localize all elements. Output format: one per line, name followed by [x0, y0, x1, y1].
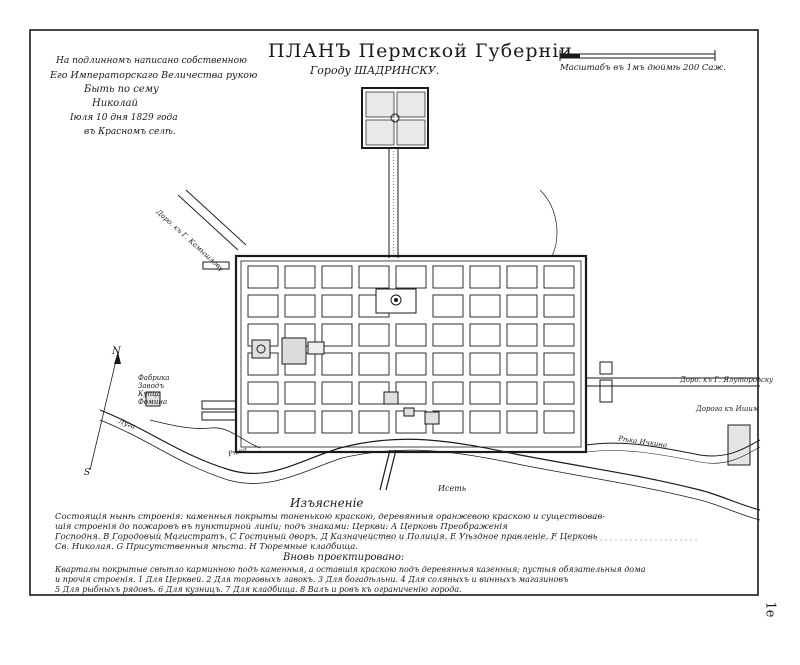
city-block	[284, 381, 316, 405]
approval-line-1: На подлинномъ написано собственною	[56, 56, 247, 66]
city-block	[247, 294, 279, 318]
city-block	[358, 265, 390, 289]
map-subtitle: Городу ШАДРИНСКУ.	[310, 64, 440, 77]
road-northwest	[177, 194, 239, 251]
city-block	[506, 410, 538, 434]
approval-line-2: Его Императорскаго Величества рукою	[50, 70, 258, 81]
approval-line-6: въ Красномъ селѣ.	[84, 127, 176, 137]
city-block	[247, 265, 279, 289]
east-features	[586, 361, 760, 466]
city-block	[358, 410, 390, 434]
city-block	[321, 352, 353, 376]
city-block	[321, 294, 353, 318]
legend-line-2: шія строенія до пожаровъ въ пунктирной л…	[55, 522, 508, 532]
city-block	[358, 323, 390, 347]
city-block	[432, 352, 464, 376]
central-square	[375, 288, 417, 314]
city-block	[506, 294, 538, 318]
city-block	[284, 265, 316, 289]
scale-label: Масштабъ въ 1мъ дюймѣ 200 Саж.	[560, 63, 726, 73]
city-block	[543, 265, 575, 289]
legend-subtitle: Вновь проектировано:	[283, 552, 405, 563]
city-block	[321, 410, 353, 434]
city-block	[469, 323, 501, 347]
road-label-east: Доро. къ Г. Ялуторовску	[680, 376, 774, 384]
north-label: N	[112, 346, 121, 357]
city-block	[506, 381, 538, 405]
map-frame	[29, 29, 759, 596]
city-block	[432, 323, 464, 347]
city-block	[395, 265, 427, 289]
approval-line-4: Николай	[92, 98, 138, 109]
city-block	[543, 352, 575, 376]
city-block	[284, 294, 316, 318]
city-block	[506, 323, 538, 347]
legend-line-3: Господня. В Городовый Магистратъ. С Гост…	[55, 532, 598, 542]
legend2-line-3: 5 Для рыбныхъ рядовъ. 6 Для кузницъ. 7 Д…	[55, 585, 462, 594]
west-features	[145, 261, 325, 421]
city-block	[284, 410, 316, 434]
legend2-line-1: Кварталы покрытые свѣтло карминною подъ …	[55, 565, 646, 574]
page-number: 1e	[762, 601, 778, 618]
city-block	[321, 265, 353, 289]
city-block	[432, 294, 464, 318]
south-label: S	[84, 468, 91, 478]
factory-label: Фабрика Заводъ Купца Фомина	[138, 374, 170, 406]
city-block	[432, 381, 464, 405]
city-block	[395, 352, 427, 376]
city-block	[395, 381, 427, 405]
city-block	[543, 410, 575, 434]
scale-bar	[559, 50, 716, 61]
north-arrow	[89, 351, 121, 471]
legend2-line-2: и прочія строенія. 1 Для Церквей. 2 Для …	[55, 575, 569, 584]
city-block	[469, 294, 501, 318]
city-block	[469, 352, 501, 376]
city-block	[506, 265, 538, 289]
road-label-east2: Дорога къ Ишим	[696, 405, 759, 413]
legend-title: Изъясненіе	[290, 496, 364, 510]
city-block	[469, 381, 501, 405]
city-block	[432, 265, 464, 289]
river-label-iset: Исеть	[438, 484, 467, 493]
city-block	[247, 381, 279, 405]
city-block	[469, 410, 501, 434]
city-block	[247, 410, 279, 434]
city-block	[543, 381, 575, 405]
city-block	[543, 294, 575, 318]
legend-line-4: Св. Николая. G Присутственныя мѣста. Н Т…	[55, 542, 359, 552]
city-block	[469, 265, 501, 289]
city-block	[395, 323, 427, 347]
south-buildings	[383, 391, 440, 425]
city-block	[543, 323, 575, 347]
approval-line-5: Іюля 10 дня 1829 года	[70, 113, 178, 123]
city-block	[358, 352, 390, 376]
town-rampart	[234, 254, 588, 454]
legend-line-1: Состоящія нынѣ строенія: каменныя покрыт…	[55, 512, 606, 522]
approval-line-3: Быть по сему	[84, 84, 159, 95]
city-block	[321, 323, 353, 347]
city-block	[321, 381, 353, 405]
city-block	[506, 352, 538, 376]
rivers	[99, 189, 761, 521]
cemetery-square	[361, 87, 429, 149]
map-title: ПЛАНЪ Пермской Губерніи	[268, 40, 573, 62]
